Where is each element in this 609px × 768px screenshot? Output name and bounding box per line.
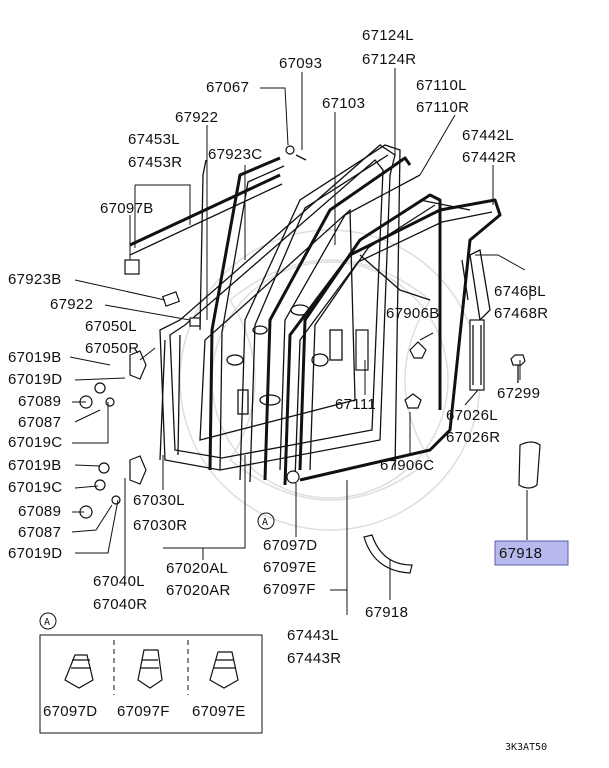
label-67093: 67093 — [279, 55, 322, 72]
label-67026L: 67026L — [446, 407, 498, 424]
label-67468L: 67468L — [494, 283, 546, 300]
door-frame-drawing — [79, 144, 541, 574]
label-67923C: 67923C — [208, 146, 262, 163]
label-67020AR: 67020AR — [166, 582, 231, 599]
label-67453L: 67453L — [128, 131, 180, 148]
label-67923B: 67923B — [8, 271, 62, 288]
label-67468R: 67468R — [494, 305, 548, 322]
label-67443R: 67443R — [287, 650, 341, 667]
label-67922-mid: 67922 — [50, 296, 93, 313]
label-67089-1: 67089 — [18, 393, 61, 410]
detail-marker-a-inset: A — [39, 612, 57, 630]
svg-text:A: A — [44, 617, 50, 628]
label-67040R: 67040R — [93, 596, 147, 613]
label-67922-top: 67922 — [175, 109, 218, 126]
label-inset-67097D: 67097D — [43, 703, 97, 720]
label-inset-67097F: 67097F — [117, 703, 170, 720]
inset-detail-box — [39, 634, 263, 734]
label-67442R: 67442R — [462, 149, 516, 166]
label-67026R: 67026R — [446, 429, 500, 446]
label-67087-2: 67087 — [18, 524, 61, 541]
label-67040L: 67040L — [93, 573, 145, 590]
label-67050L: 67050L — [85, 318, 137, 335]
label-67097D: 67097D — [263, 537, 317, 554]
label-67453R: 67453R — [128, 154, 182, 171]
label-67087-1: 67087 — [18, 414, 61, 431]
label-67019B-2: 67019B — [8, 457, 62, 474]
label-67124L: 67124L — [362, 27, 414, 44]
label-67110R: 67110R — [416, 99, 469, 116]
label-67030R: 67030R — [133, 517, 187, 534]
svg-text:A: A — [262, 517, 268, 528]
diagram-code: 3K3AT50 — [505, 742, 547, 753]
label-inset-67097E: 67097E — [192, 703, 246, 720]
label-67097B: 67097B — [100, 200, 154, 217]
label-67442L: 67442L — [462, 127, 514, 144]
label-67906B: 67906B — [386, 305, 440, 322]
label-67050R: 67050R — [85, 340, 139, 357]
label-67019C-1: 67019C — [8, 434, 62, 451]
label-67918-mid: 67918 — [365, 604, 408, 621]
leader-lines — [69, 68, 531, 615]
label-67918-highlighted: 67918 — [499, 545, 542, 562]
label-67097F: 67097F — [263, 581, 316, 598]
label-67020AL: 67020AL — [166, 560, 228, 577]
label-67110L: 67110L — [416, 77, 467, 94]
label-67906C: 67906C — [380, 457, 434, 474]
label-67443L: 67443L — [287, 627, 339, 644]
label-67089-2: 67089 — [18, 503, 61, 520]
highlight-box — [494, 540, 569, 566]
label-67124R: 67124R — [362, 51, 416, 68]
watermark-emblem — [179, 229, 481, 531]
label-67019D-2: 67019D — [8, 545, 62, 562]
label-67103: 67103 — [322, 95, 365, 112]
label-67019B-1: 67019B — [8, 349, 62, 366]
label-67030L: 67030L — [133, 492, 185, 509]
label-67019D-1: 67019D — [8, 371, 62, 388]
label-67111: 67111 — [335, 396, 376, 413]
callout-labels: 67093 67067 67922 67103 67124L 67124R 67… — [8, 27, 548, 753]
label-67097E: 67097E — [263, 559, 317, 576]
label-67299: 67299 — [497, 385, 540, 402]
detail-marker-a-main: A — [257, 512, 275, 530]
label-67019C-2: 67019C — [8, 479, 62, 496]
label-67067: 67067 — [206, 79, 249, 96]
